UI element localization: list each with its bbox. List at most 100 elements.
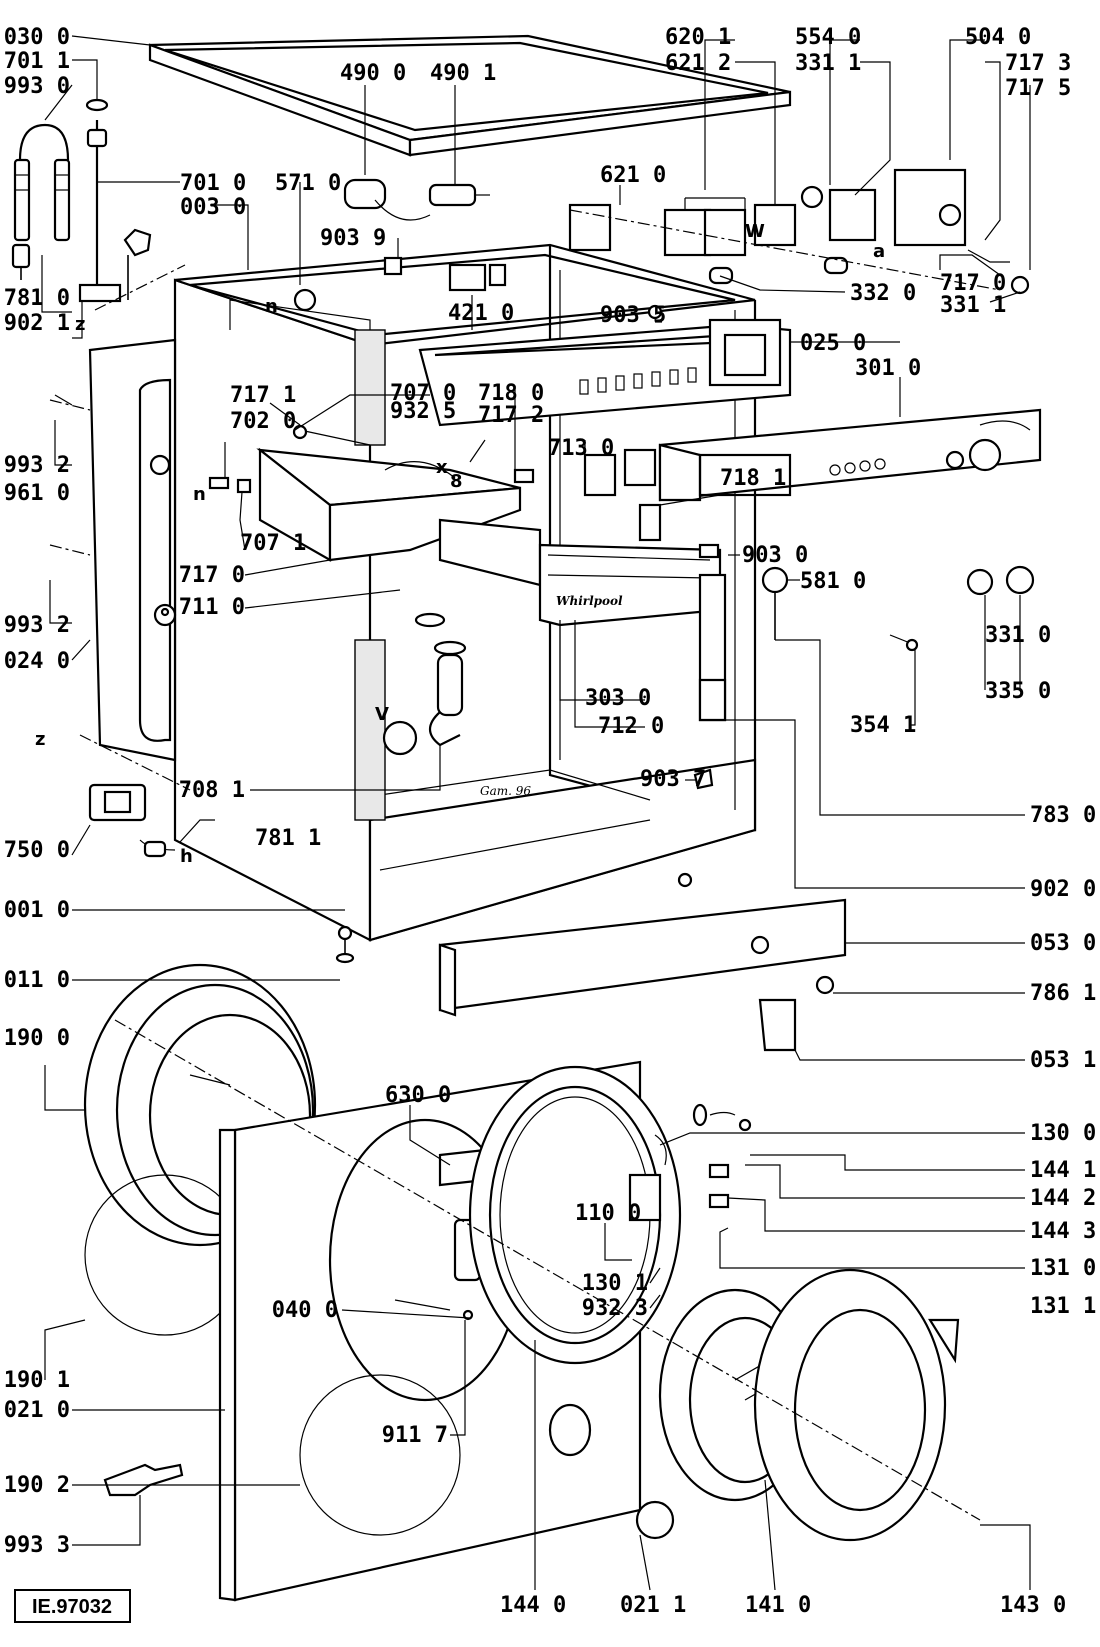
inlet-hose-assembly xyxy=(11,98,152,303)
inscription: Gam. 96 xyxy=(480,784,531,798)
part-label: 620 1 xyxy=(665,25,731,50)
part-label: 717 3 xyxy=(1005,51,1071,76)
center-lines xyxy=(49,209,1001,1521)
part-label: 130 1 xyxy=(582,1271,648,1296)
part-label: 707 0 xyxy=(390,381,456,406)
part-label: 144 2 xyxy=(1030,1186,1096,1211)
part-labels: 030 0 701 1 993 0 490 0 490 1 620 1 621 … xyxy=(4,25,1096,1618)
part-label: 040 0 xyxy=(272,1298,338,1323)
letter-x: x xyxy=(436,457,448,478)
part-label: 993 3 xyxy=(4,1533,70,1558)
part-label: 144 1 xyxy=(1030,1158,1096,1183)
part-label: 993 0 xyxy=(4,74,70,99)
part-label: 003 0 xyxy=(180,195,246,220)
part-label: 141 0 xyxy=(745,1593,811,1618)
part-label: 932 3 xyxy=(582,1296,648,1321)
part-label: 903 0 xyxy=(742,543,808,568)
leader-lines xyxy=(41,35,1031,1591)
part-label: 131 0 xyxy=(1030,1256,1096,1281)
letter-8: 8 xyxy=(450,471,463,492)
part-label: 030 0 xyxy=(4,25,70,50)
part-label: 571 0 xyxy=(275,171,341,196)
letter-h: h xyxy=(180,846,193,867)
part-label: 717 0 xyxy=(940,271,1006,296)
brand-mark: Whirlpool xyxy=(556,594,623,608)
part-label: 332 0 xyxy=(850,281,916,306)
part-label: 711 0 xyxy=(179,595,245,620)
part-label: 718 0 xyxy=(478,381,544,406)
part-label: 712 0 xyxy=(598,714,664,739)
part-label: 053 0 xyxy=(1030,931,1096,956)
part-label: 130 0 xyxy=(1030,1121,1096,1146)
part-label: 335 0 xyxy=(985,679,1051,704)
solenoid-valves xyxy=(343,178,490,276)
part-label: 903 9 xyxy=(320,226,386,251)
part-label: 011 0 xyxy=(4,968,70,993)
part-label: 421 0 xyxy=(448,301,514,326)
part-label: 490 1 xyxy=(430,61,496,86)
part-label: 781 0 xyxy=(4,286,70,311)
letter-n: n xyxy=(265,296,278,317)
part-label: 717 2 xyxy=(478,403,544,428)
part-label: 903 5 xyxy=(600,303,666,328)
part-label: 902 0 xyxy=(1030,877,1096,902)
part-label: 708 1 xyxy=(179,778,245,803)
part-label: 911 7 xyxy=(382,1423,448,1448)
part-label: 717 5 xyxy=(1005,76,1071,101)
part-label: 783 0 xyxy=(1030,803,1096,828)
part-label: 630 0 xyxy=(385,1083,451,1108)
part-label: 131 1 xyxy=(1030,1294,1096,1319)
part-label: 701 0 xyxy=(180,171,246,196)
letter-a: a xyxy=(873,241,885,262)
part-label: 144 0 xyxy=(500,1593,566,1618)
part-label: 490 0 xyxy=(340,61,406,86)
part-label: 781 1 xyxy=(255,826,321,851)
part-label: 902 1 xyxy=(4,311,70,336)
cabinet-body xyxy=(173,243,757,942)
part-label: 717 1 xyxy=(230,383,296,408)
letter-z: z xyxy=(75,314,85,335)
part-label: 786 1 xyxy=(1030,981,1096,1006)
part-label: 053 1 xyxy=(1030,1048,1096,1073)
door-hinge-parts xyxy=(103,1463,675,1540)
reference-letters: n n z z W a x 8 V h Whirlpool Gam. 96 xyxy=(35,221,885,867)
letter-w: W xyxy=(745,221,765,242)
part-label: 621 0 xyxy=(600,163,666,188)
part-label: 331 1 xyxy=(795,51,861,76)
part-label: 581 0 xyxy=(800,569,866,594)
part-label: 718 1 xyxy=(720,466,786,491)
part-label: 190 0 xyxy=(4,1026,70,1051)
part-label: 354 1 xyxy=(850,713,916,738)
part-label: 144 3 xyxy=(1030,1219,1096,1244)
part-label: 961 0 xyxy=(4,481,70,506)
part-label: 707 1 xyxy=(240,531,306,556)
dispenser-housing xyxy=(208,424,722,747)
part-label: 001 0 xyxy=(4,898,70,923)
part-label: 717 0 xyxy=(179,563,245,588)
switch-blocks xyxy=(568,168,1030,295)
part-label: 024 0 xyxy=(4,649,70,674)
part-label: 993 2 xyxy=(4,613,70,638)
plinth xyxy=(438,898,847,1052)
door-lock xyxy=(88,783,176,858)
part-label: 190 2 xyxy=(4,1473,70,1498)
part-label: 903 7 xyxy=(640,767,706,792)
door-frame xyxy=(468,1065,752,1365)
part-label: 713 0 xyxy=(548,436,614,461)
part-label: 025 0 xyxy=(800,331,866,356)
control-bracket xyxy=(418,318,792,427)
part-label: 993 2 xyxy=(4,453,70,478)
document-reference: IE.97032 xyxy=(14,1589,131,1623)
part-label: 301 0 xyxy=(855,356,921,381)
part-label: 021 1 xyxy=(620,1593,686,1618)
side-panel xyxy=(88,338,177,762)
part-label: 303 0 xyxy=(585,686,651,711)
part-label: 621 2 xyxy=(665,51,731,76)
letter-v: V xyxy=(375,704,389,725)
letter-z: z xyxy=(35,729,45,750)
part-label: 331 1 xyxy=(940,293,1006,318)
top-cover xyxy=(148,34,792,157)
part-label: 143 0 xyxy=(1000,1593,1066,1618)
part-label: 110 0 xyxy=(575,1201,641,1226)
